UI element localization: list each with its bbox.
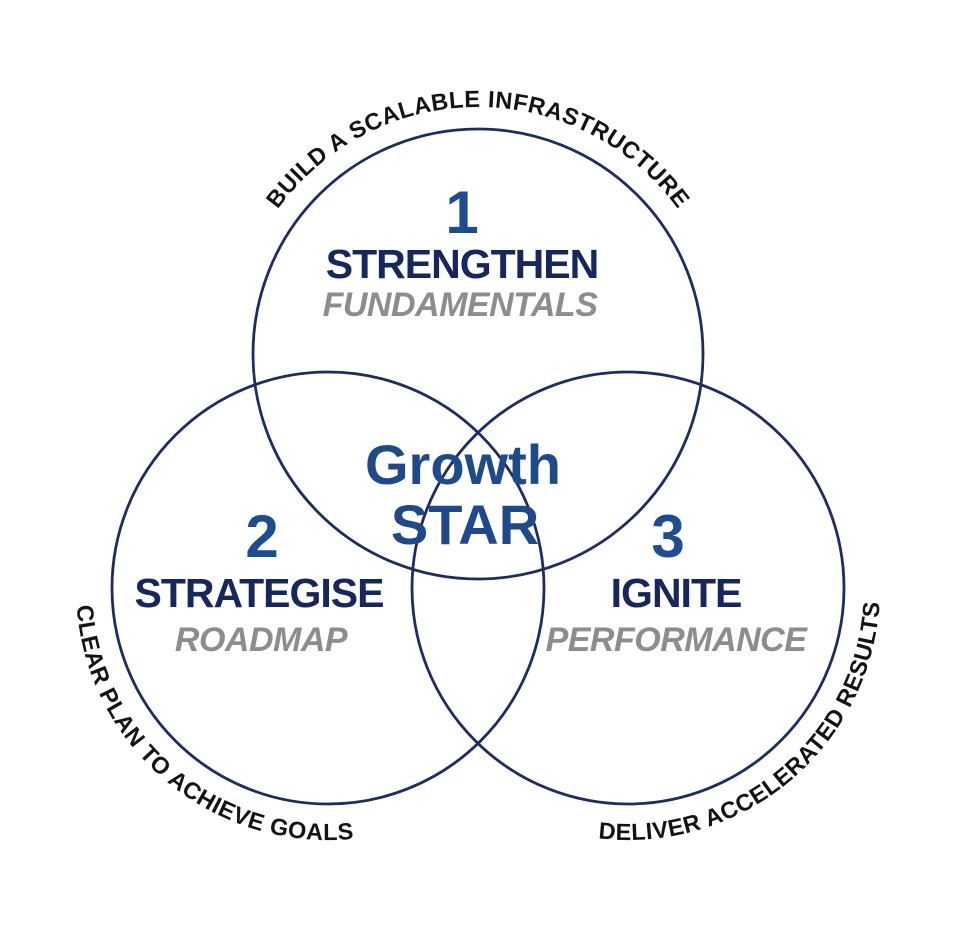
circle-2-title: STRATEGISE <box>135 570 384 616</box>
center-title-group: Growth STAR <box>365 433 561 556</box>
circle-1-subtitle: FUNDAMENTALS <box>323 286 599 324</box>
circle-2-label-group: 2 STRATEGISE ROADMAP <box>135 503 385 659</box>
circle-strategise <box>110 370 546 806</box>
circle-2-subtitle: ROADMAP <box>175 621 348 659</box>
circle-3-label-group: 3 IGNITE PERFORMANCE <box>546 503 809 659</box>
circle-1-title: STRENGTHEN <box>326 241 598 287</box>
circle-3-number: 3 <box>651 503 684 570</box>
circle-strengthen <box>251 127 705 581</box>
circle-2-number: 2 <box>245 503 278 570</box>
circle-ignite <box>410 370 846 806</box>
center-title-line-1: Growth <box>365 433 561 496</box>
circle-1-number: 1 <box>445 179 478 246</box>
circle-3-subtitle: PERFORMANCE <box>546 621 809 659</box>
center-title-line-2: STAR <box>391 493 539 556</box>
circle-1-label-group: 1 STRENGTHEN FUNDAMENTALS <box>323 179 600 324</box>
circle-3-title: IGNITE <box>611 570 742 616</box>
